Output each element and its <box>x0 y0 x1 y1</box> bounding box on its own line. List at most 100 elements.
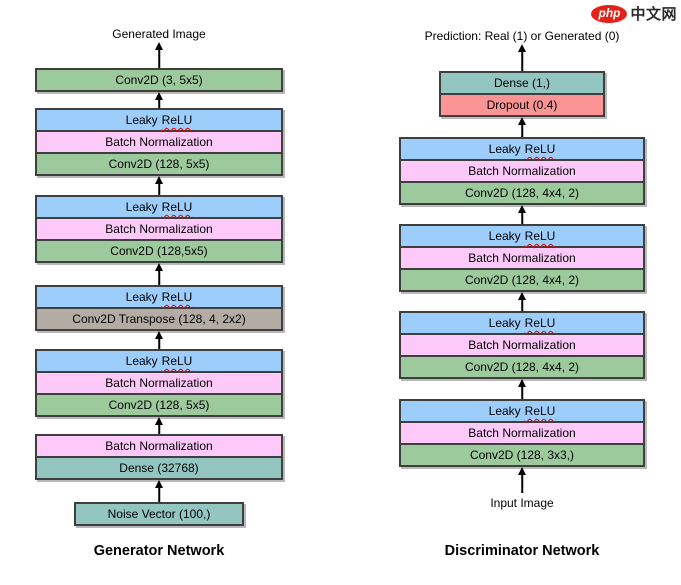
layer-conv2d: Conv2D (128, 3x3,) <box>400 444 644 466</box>
up-arrow-icon <box>35 417 283 434</box>
layer-group-dense-dropout: Dense (1,) Dropout (0.4) <box>439 71 605 117</box>
layer-label-squiggle: ReLU <box>524 316 556 330</box>
layer-label: Conv2D Transpose (128, 4, 2x2) <box>72 312 246 326</box>
layer-label: Batch Normalization <box>468 426 576 440</box>
layer-batch-normalization: Batch Normalization <box>400 247 644 269</box>
layer-noise-vector: Noise Vector (100,) <box>75 503 243 525</box>
input-image-label: Input Image <box>490 496 554 510</box>
up-arrow-icon <box>35 263 283 285</box>
php-logo-text: 中文网 <box>630 6 677 23</box>
layer-label-squiggle: ReLU <box>524 142 556 156</box>
layer-group-noise-vector: Noise Vector (100,) <box>74 502 244 526</box>
up-arrow-icon <box>399 205 645 224</box>
up-arrow-icon <box>35 42 283 68</box>
layer-group: Batch Normalization Dense (32768) <box>35 434 283 480</box>
layer-label: Leaky <box>125 354 158 368</box>
layer-conv2d: Conv2D (128, 4x4, 2) <box>400 182 644 204</box>
layer-label: Leaky <box>125 290 158 304</box>
layer-label: Batch Normalization <box>468 338 576 352</box>
layer-label: Dropout (0.4) <box>486 98 558 112</box>
layer-label: Dense (1,) <box>493 76 551 90</box>
php-cn-watermark-logo: php 中文网 <box>591 3 677 24</box>
layer-label: Leaky <box>488 142 521 156</box>
layer-batch-normalization: Batch Normalization <box>36 435 282 457</box>
layer-label: Batch Normalization <box>105 376 213 390</box>
layer-label: Leaky <box>488 229 521 243</box>
layer-label-squiggle: ReLU <box>161 200 193 214</box>
layer-batch-normalization: Batch Normalization <box>36 372 282 394</box>
up-arrow-icon <box>35 331 283 349</box>
discriminator-title: Discriminator Network <box>444 543 600 559</box>
layer-group: Conv2D (3, 5x5) <box>35 68 283 92</box>
layer-label: Conv2D (128, 3x3,) <box>469 448 575 462</box>
layer-conv2d: Conv2D (128, 4x4, 2) <box>400 269 644 291</box>
layer-label: Leaky <box>125 200 158 214</box>
layer-label: Batch Normalization <box>468 164 576 178</box>
prediction-label: Prediction: Real (1) or Generated (0) <box>424 29 620 43</box>
layer-label: Conv2D (128, 4x4, 2) <box>464 360 580 374</box>
layer-label-squiggle: ReLU <box>161 354 193 368</box>
layer-label: Leaky <box>488 404 521 418</box>
layer-label: Batch Normalization <box>105 135 213 149</box>
up-arrow-icon <box>399 292 645 311</box>
layer-label: Conv2D (128, 4x4, 2) <box>464 273 580 287</box>
discriminator-network-diagram: Prediction: Real (1) or Generated (0) De… <box>399 0 645 560</box>
up-arrow-icon <box>399 44 645 71</box>
layer-label: Conv2D (3, 5x5) <box>115 73 203 87</box>
layer-label: Batch Normalization <box>105 222 213 236</box>
layer-label: Noise Vector (100,) <box>107 507 211 521</box>
layer-dense: Dense (32768) <box>36 457 282 479</box>
layer-dense: Dense (1,) <box>440 72 604 94</box>
layer-label: Conv2D (128,5x5) <box>110 244 208 258</box>
layer-label-squiggle: ReLU <box>161 113 193 127</box>
layer-label: Batch Normalization <box>105 439 213 453</box>
layer-batch-normalization: Batch Normalization <box>400 160 644 182</box>
layer-conv2d: Conv2D (128, 5x5) <box>36 153 282 175</box>
layer-label-squiggle: ReLU <box>524 404 556 418</box>
layer-label: Dense (32768) <box>119 461 199 475</box>
layer-label: Batch Normalization <box>468 251 576 265</box>
generated-image-label: Generated Image <box>112 27 206 41</box>
layer-label: Conv2D (128, 5x5) <box>108 157 210 171</box>
layer-conv2d-transpose: Conv2D Transpose (128, 4, 2x2) <box>36 308 282 330</box>
layer-batch-normalization: Batch Normalization <box>400 422 644 444</box>
layer-label: Conv2D (128, 4x4, 2) <box>464 186 580 200</box>
layer-batch-normalization: Batch Normalization <box>36 218 282 240</box>
layer-conv2d: Conv2D (128, 4x4, 2) <box>400 356 644 378</box>
layer-conv2d: Conv2D (128,5x5) <box>36 240 282 262</box>
layer-label-squiggle: ReLU <box>161 290 193 304</box>
up-arrow-icon <box>399 117 645 137</box>
up-arrow-icon <box>399 467 645 493</box>
layer-label: Leaky <box>125 113 158 127</box>
layer-batch-normalization: Batch Normalization <box>400 334 644 356</box>
up-arrow-icon <box>35 480 283 502</box>
layer-label-squiggle: ReLU <box>524 229 556 243</box>
layer-dropout: Dropout (0.4) <box>440 94 604 116</box>
layer-batch-normalization: Batch Normalization <box>36 131 282 153</box>
up-arrow-icon <box>399 379 645 399</box>
up-arrow-icon <box>35 176 283 195</box>
layer-conv2d: Conv2D (128, 5x5) <box>36 394 282 416</box>
layer-conv2d: Conv2D (3, 5x5) <box>36 69 282 91</box>
php-logo-badge: php <box>591 4 628 23</box>
generator-title: Generator Network <box>93 543 225 559</box>
up-arrow-icon <box>35 92 283 108</box>
